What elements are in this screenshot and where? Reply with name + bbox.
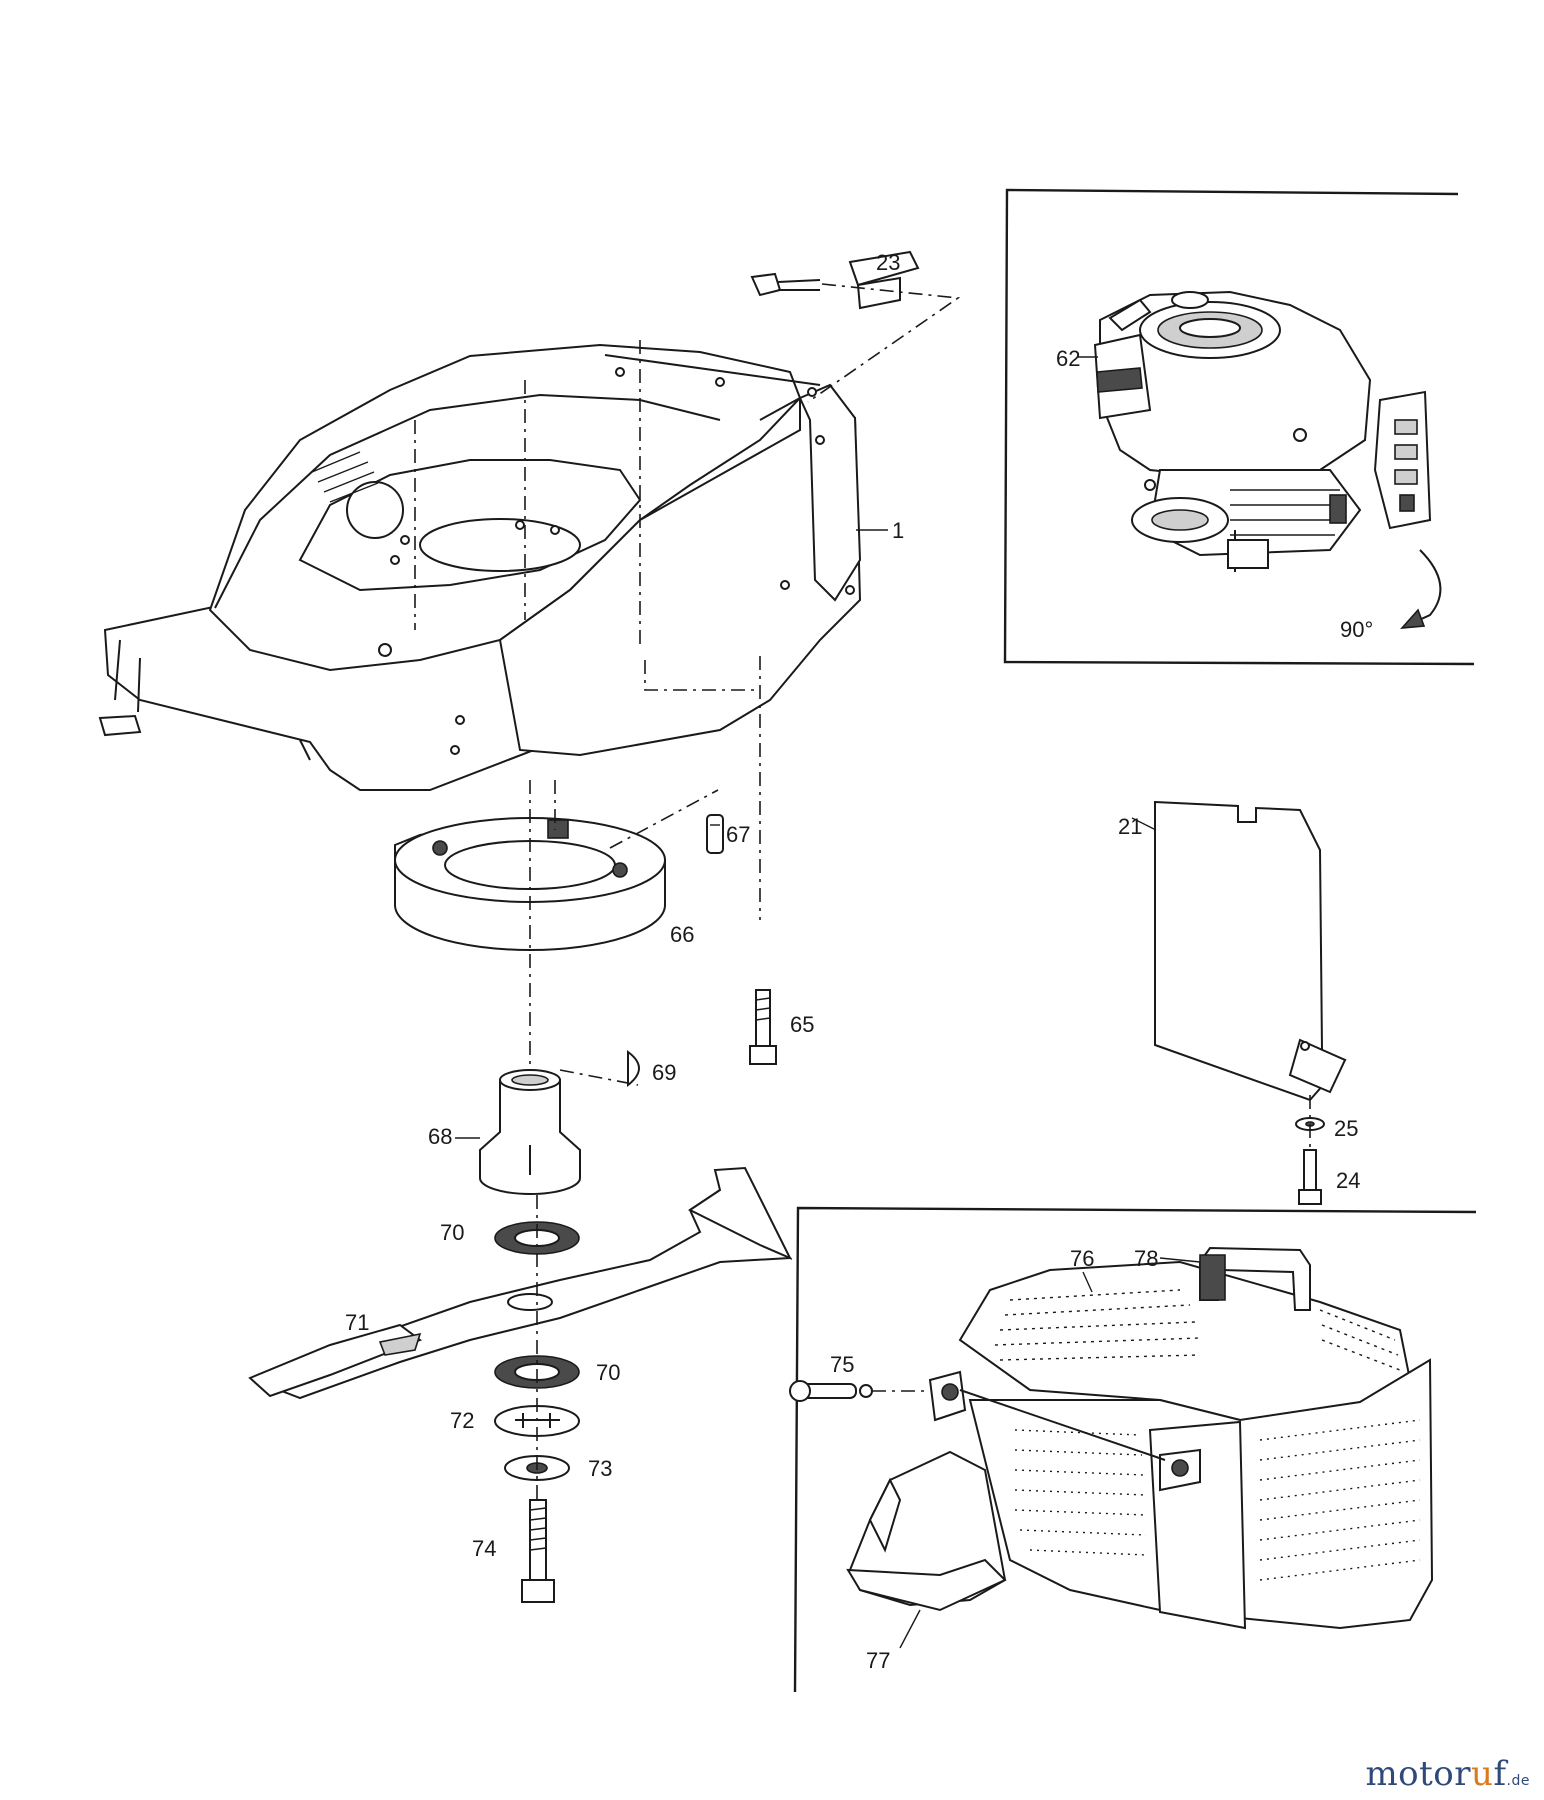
part-71-blade	[248, 1166, 793, 1400]
part-69-woodruff-key	[627, 1050, 640, 1088]
part-24-screw	[1298, 1095, 1322, 1205]
label-part-71: 71	[345, 1310, 369, 1335]
label-part-65: 65	[790, 1012, 814, 1037]
engine-drawing	[1093, 290, 1442, 629]
brand-watermark: motoruf.de	[1365, 1754, 1530, 1794]
label-part-69: 69	[652, 1060, 676, 1085]
part-67-pin	[706, 814, 724, 854]
label-part-67: 67	[726, 822, 750, 847]
part-21-rear-flap	[1154, 800, 1347, 1102]
label-part-70-lower: 70	[596, 1360, 620, 1385]
label-part-21: 21	[1118, 814, 1142, 839]
label-part-24: 24	[1336, 1168, 1360, 1193]
label-part-72: 72	[450, 1408, 474, 1433]
label-part-76: 76	[1070, 1246, 1094, 1271]
rotation-label: 90°	[1340, 617, 1373, 642]
grass-catcher-drawing	[846, 1246, 1434, 1630]
grass-catcher-inset-frame	[793, 1206, 1477, 1693]
part-74-blade-bolt	[521, 1195, 555, 1603]
label-part-23: 23	[876, 250, 900, 275]
label-part-73: 73	[588, 1456, 612, 1481]
part-labels: 1 23 62 90° 21 67 66 65 69 68 25 24 70 7…	[345, 250, 1373, 1673]
part-68-blade-adapter	[479, 1069, 639, 1195]
part-66-spindle-housing	[394, 780, 719, 1065]
label-part-25: 25	[1334, 1116, 1358, 1141]
label-part-66: 66	[670, 922, 694, 947]
watermark-brand-accent: u	[1471, 1754, 1494, 1794]
watermark-suffix: .de	[1506, 1773, 1530, 1789]
label-part-68: 68	[428, 1124, 452, 1149]
engine-inset-frame	[1003, 188, 1475, 666]
part-75-pin	[789, 1380, 930, 1402]
label-part-62: 62	[1056, 346, 1080, 371]
label-part-77: 77	[866, 1648, 890, 1673]
label-part-75: 75	[830, 1352, 854, 1377]
mower-deck-drawing	[98, 340, 862, 920]
part-23-bolt-clip	[750, 250, 961, 403]
label-part-1: 1	[892, 518, 904, 543]
label-part-74: 74	[472, 1536, 496, 1561]
label-part-70-upper: 70	[440, 1220, 464, 1245]
label-part-78: 78	[1134, 1246, 1158, 1271]
watermark-brand-start: motor	[1365, 1754, 1472, 1794]
watermark-brand-end: f	[1493, 1754, 1507, 1794]
part-65-bolt	[749, 989, 777, 1065]
leader-lines	[455, 356, 1201, 1649]
